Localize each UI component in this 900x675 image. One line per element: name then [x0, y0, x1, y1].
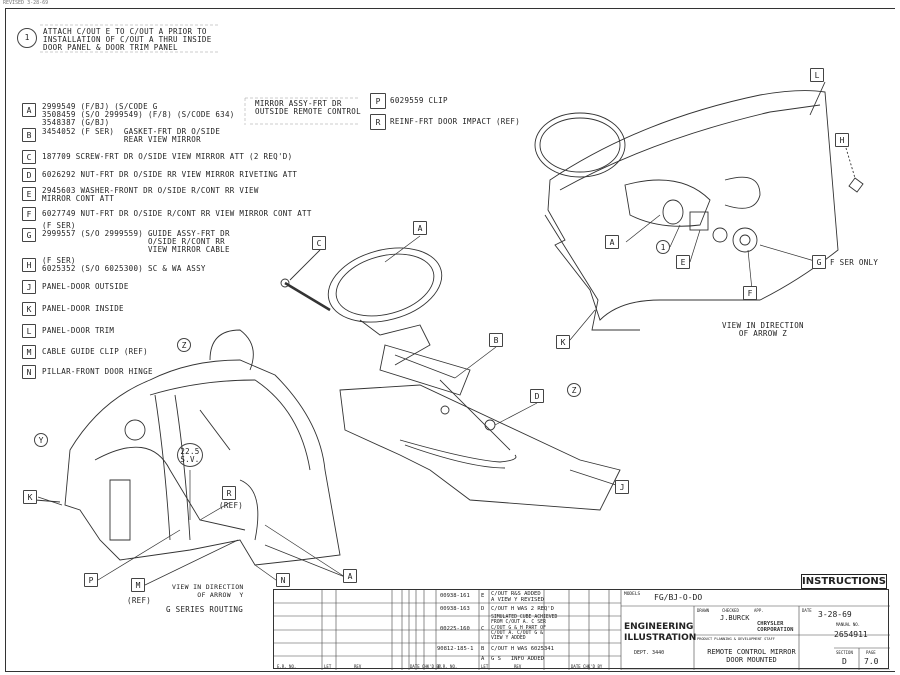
legend-r-text: REINF-FRT DOOR IMPACT (REF): [390, 117, 521, 126]
callout-k: K: [556, 335, 570, 349]
arrow-z-icon: Z: [567, 383, 581, 397]
callout-m-ref: (REF): [127, 596, 152, 605]
models-value: FG/BJ-O-DO: [654, 593, 703, 602]
callout-r-ref: (REF): [219, 501, 244, 510]
callout-a: A: [605, 235, 619, 249]
section: D: [842, 657, 847, 666]
view-y-caption: VIEW IN DIRECTION OF ARROW Y: [172, 583, 244, 599]
leader-lines: [37, 214, 819, 586]
drawing-frame: [5, 8, 895, 672]
arrow-z-icon-2: Z: [177, 338, 191, 352]
legend-key-p: P: [370, 93, 386, 109]
door-view-z: [534, 81, 864, 331]
note-number: 1: [17, 28, 37, 48]
callout-note-1: 1: [656, 240, 670, 254]
callout-r: R: [222, 486, 236, 500]
manual-number: 2654911: [834, 630, 868, 639]
legend-item-g: G(F SER) 2999557 (S/O 2999559) GUIDE ASS…: [22, 222, 230, 254]
models-label: MODELS: [624, 592, 641, 597]
view-z-caption: VIEW IN DIRECTION OF ARROW Z: [722, 321, 804, 338]
callout-m: M: [131, 578, 145, 592]
callout-d: D: [530, 389, 544, 403]
callout-a-center: A: [413, 221, 427, 235]
callout-c: C: [312, 236, 326, 250]
drawing-title: REMOTE CONTROL MIRROR DOOR MOUNTED: [707, 648, 796, 664]
page-number: 7.0: [864, 657, 879, 666]
sv-dimension: 22.5 S.V.: [177, 443, 203, 467]
callout-n: N: [276, 573, 290, 587]
arrow-y-icon: Y: [34, 433, 48, 447]
legend-key-r: R: [370, 114, 386, 130]
callout-f: F: [743, 286, 757, 300]
door-view-y: [34, 329, 341, 566]
g-ser-only-label: F SER ONLY: [830, 258, 879, 267]
title-block-grid: [274, 590, 890, 670]
instructions-heading: INSTRUCTIONS: [801, 574, 887, 589]
callout-p: P: [84, 573, 98, 587]
checked-by: J.BURCK: [720, 614, 750, 622]
dept: DEPT. 3440: [634, 650, 665, 656]
g-series-routing: G SERIES ROUTING: [166, 605, 244, 614]
revision-stamp: REVISED 3-28-69: [3, 0, 49, 6]
title-block: 00938-161 E C/OUT R&S ADDED A VIEW Y REV…: [273, 589, 890, 670]
callout-b: B: [489, 333, 503, 347]
callout-j: J: [615, 480, 629, 494]
engineering-illustration: ENGINEERING ILLUSTRATION: [624, 622, 697, 643]
callout-h: H: [835, 133, 849, 147]
callout-k-bottom: K: [23, 490, 37, 504]
callout-a-bottom: A: [343, 569, 357, 583]
date: 3-28-69: [818, 610, 852, 619]
mirror-assembly: [280, 247, 621, 511]
callout-g: G: [812, 255, 826, 269]
callout-e: E: [676, 255, 690, 269]
legend-item-h: H(F SER) 6025352 (S/O 6025300) SC & WA A…: [22, 257, 206, 273]
chrysler-logo: CHRYSLER CORPORATION: [757, 621, 794, 633]
legend-a-desc: MIRROR ASSY-FRT DR OUTSIDE REMOTE CONTRO…: [255, 99, 361, 116]
note-text: ATTACH C/OUT E TO C/OUT A PRIOR TO INSTA…: [43, 27, 212, 52]
legend-p-text: 6029559 CLIP: [390, 96, 448, 105]
callout-l: L: [810, 68, 824, 82]
